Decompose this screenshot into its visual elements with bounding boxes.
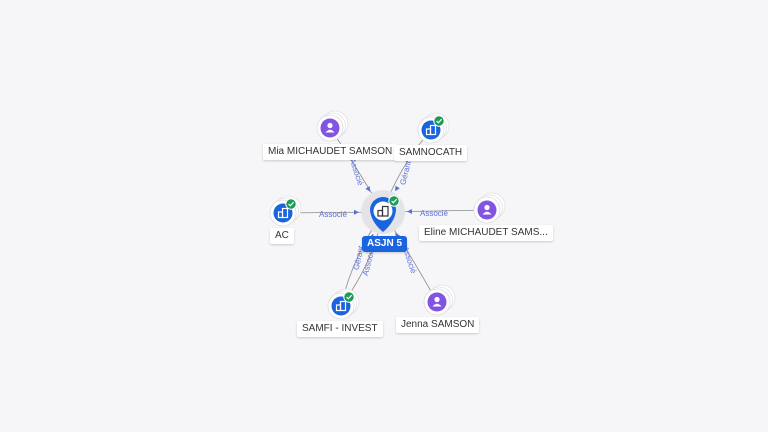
edge-arrow-icon — [406, 208, 413, 214]
verified-check-icon — [343, 291, 355, 303]
nodes-layer — [269, 110, 506, 320]
person-icon — [482, 204, 492, 215]
verified-check-icon — [388, 195, 400, 207]
node-center[interactable] — [361, 190, 405, 234]
edge-label: Associé — [319, 210, 348, 219]
node-ac[interactable] — [269, 195, 302, 227]
edge-label: Gérant — [398, 159, 413, 186]
building-icon — [425, 124, 437, 136]
node-label-eline[interactable]: Eline MICHAUDET SAMS... — [419, 225, 553, 241]
node-label-jenna[interactable]: Jenna SAMSON — [396, 317, 480, 333]
building-icon — [335, 300, 347, 312]
building-icon — [377, 205, 389, 217]
node-samnocath[interactable] — [417, 112, 450, 144]
node-label-center[interactable]: ASJN 5 — [362, 236, 408, 252]
node-eline[interactable] — [473, 192, 506, 224]
node-label-ac[interactable]: AC — [270, 228, 294, 244]
edge-label: Associé — [420, 209, 449, 218]
edge-arrow-icon — [365, 186, 371, 192]
node-label-samfi[interactable]: SAMFI - INVEST — [297, 321, 383, 337]
building-icon — [277, 207, 289, 219]
verified-check-icon — [433, 115, 445, 127]
verified-check-icon — [285, 198, 297, 210]
edge-arrow-icon — [353, 209, 360, 215]
edge-arrow-icon — [395, 185, 400, 192]
node-samfi[interactable] — [327, 288, 360, 320]
node-mia[interactable] — [316, 110, 349, 142]
node-label-mia[interactable]: Mia MICHAUDET SAMSON — [263, 144, 398, 160]
person-icon — [325, 122, 335, 133]
node-label-samnocath[interactable]: SAMNOCATH — [394, 145, 468, 161]
node-jenna[interactable] — [423, 284, 456, 316]
person-icon — [432, 296, 442, 307]
edge-label: Associé — [348, 157, 365, 187]
